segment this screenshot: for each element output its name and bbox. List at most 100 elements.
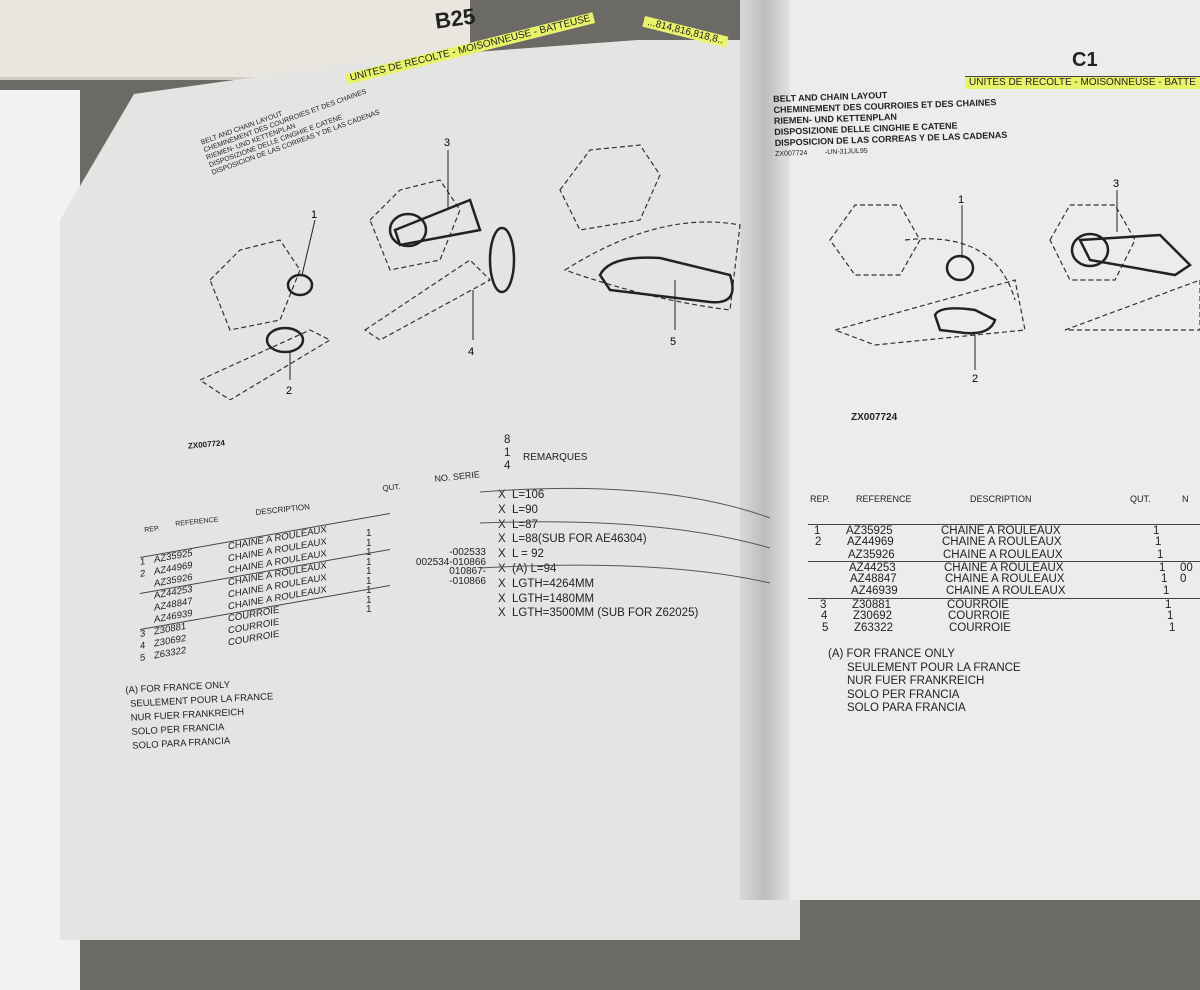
left-header-qty: QUT. (382, 482, 402, 493)
reference-cell: AZ44969 (847, 536, 894, 549)
table-row: AZ35926 CHAINE A ROULEAUX 1 (808, 549, 1200, 561)
reference-cell: AZ35925 (846, 525, 893, 537)
header-qty: QUT. (1130, 494, 1151, 504)
reference-cell: AZ44253 (849, 561, 896, 574)
right-page-number: C1 (1072, 49, 1098, 71)
description-cell: CHAINE A ROULEAUX (944, 561, 1064, 574)
qty-cell: 1 (1167, 610, 1174, 623)
qty-cell: 1 (1169, 622, 1176, 635)
remark-cell: LGTH=1480MM (512, 592, 595, 605)
rep-cell: 3 (820, 598, 827, 611)
flag: 8 (504, 434, 511, 446)
header-description: DESCRIPTION (970, 494, 1032, 504)
x-mark: X (498, 577, 506, 590)
description-cell: CHAINE A ROULEAUX (945, 573, 1065, 586)
x-mark: X (498, 548, 506, 561)
serial-cell: 0 (1180, 573, 1187, 586)
reference-cell: AZ46939 (851, 585, 898, 598)
qty-cell: 1 (366, 556, 372, 568)
remark-cell: L=106 (512, 489, 545, 501)
note: (A) FOR FRANCE ONLY (828, 648, 955, 660)
callout-3: 3 (444, 137, 450, 149)
description-cell: CHAINE A ROULEAUX (943, 548, 1063, 561)
header-reference: REFERENCE (856, 494, 912, 504)
book-spine (740, 0, 790, 900)
serial-cell: 010867- (449, 566, 486, 577)
callout-4: 4 (468, 346, 474, 358)
table-row: 1-010866 (366, 576, 486, 589)
remark-cell: LGTH=3500MM (SUB FOR Z62025) (512, 607, 699, 620)
qty-cell: 1 (1155, 536, 1162, 549)
qty-cell: 1 (366, 528, 372, 539)
note: SEULEMENT POUR LA FRANCE (847, 661, 1021, 674)
rep-cell: 2 (815, 536, 822, 549)
note: SOLO PER FRANCIA (847, 688, 960, 701)
header-serial: N (1182, 494, 1189, 504)
reference-cell: Z30881 (852, 598, 892, 611)
qty-cell: 1 (366, 537, 372, 549)
left-header-remarks: REMARQUES (523, 452, 588, 463)
remark-cell: L=90 (512, 503, 538, 516)
right-section-banner: UNITES DE RECOLTE - MOISONNEUSE - BATTE (965, 76, 1200, 89)
description-cell: COURROIE (948, 610, 1010, 623)
left-notes: (A) FOR FRANCE ONLY SEULEMENT POUR LA FR… (125, 676, 276, 754)
reference-cell: Z30692 (853, 610, 893, 623)
x-mark: X (498, 562, 506, 575)
qty-cell: 1 (1163, 585, 1170, 598)
note: SOLO PARA FRANCIA (847, 702, 966, 714)
rep-cell: 5 (140, 652, 146, 665)
qty-cell: 1 (366, 566, 372, 577)
qty-cell: 1 (1157, 548, 1164, 561)
note: NUR FUER FRANKREICH (847, 675, 985, 687)
rep-cell: 1 (814, 525, 821, 537)
description-cell: CHAINE A ROULEAUX (946, 585, 1066, 598)
right-belt-diagram: 1 2 3 (829, 178, 1200, 385)
revision-date: -UN-31JUL95 (824, 147, 868, 157)
table-row: 1-002533 (366, 547, 486, 560)
description-cell: COURROIE (949, 622, 1011, 635)
reference-cell: AZ35926 (848, 548, 895, 561)
background-book (0, 0, 470, 80)
table-row: 4 Z30692 COURROIE 1 (808, 610, 1200, 622)
x-mark: X (498, 489, 506, 501)
right-callout-2: 2 (972, 373, 978, 385)
left-column-flags: 8 1 4 (504, 434, 510, 473)
table-row: 1 (366, 585, 486, 598)
remark-cell: L = 92 (512, 548, 544, 561)
x-mark: X (498, 533, 506, 546)
right-callout-3: 3 (1113, 178, 1119, 190)
header-rep: REP. (810, 494, 830, 504)
reference-cell: Z63322 (854, 622, 894, 635)
table-row: 1 (366, 604, 486, 617)
serial-cell: 00 (1180, 561, 1193, 574)
qty-cell: 1 (1165, 598, 1172, 611)
left-belt-diagram: 1 2 3 4 5 (198, 137, 741, 400)
x-mark: X (498, 592, 506, 605)
callout-2: 2 (286, 385, 292, 397)
left-page-number: B25 (433, 3, 477, 34)
table-row: 1 010867- (366, 566, 486, 579)
rep-cell: 4 (821, 610, 828, 623)
left-page (60, 40, 800, 940)
table-dividers (480, 487, 770, 584)
table-row: 1 (366, 538, 486, 551)
remark-row: X L = 92 (498, 547, 698, 562)
description-cell: COURROIE (947, 598, 1009, 611)
flag: 4 (504, 460, 511, 472)
callout-1: 1 (311, 209, 317, 221)
serial-cell: -002533 (449, 547, 486, 558)
table-row: 3 Z30881 COURROIE 1 (808, 597, 1200, 611)
description-cell: CHAINE A ROULEAUX (941, 525, 1061, 537)
description-cell: CHAINE A ROULEAUX (942, 536, 1062, 549)
figure-id-small: ZX007724 (774, 149, 808, 158)
left-hex-1 (209, 239, 301, 331)
table-row: AZ46939 CHAINE A ROULEAUX 1 (808, 585, 1200, 597)
